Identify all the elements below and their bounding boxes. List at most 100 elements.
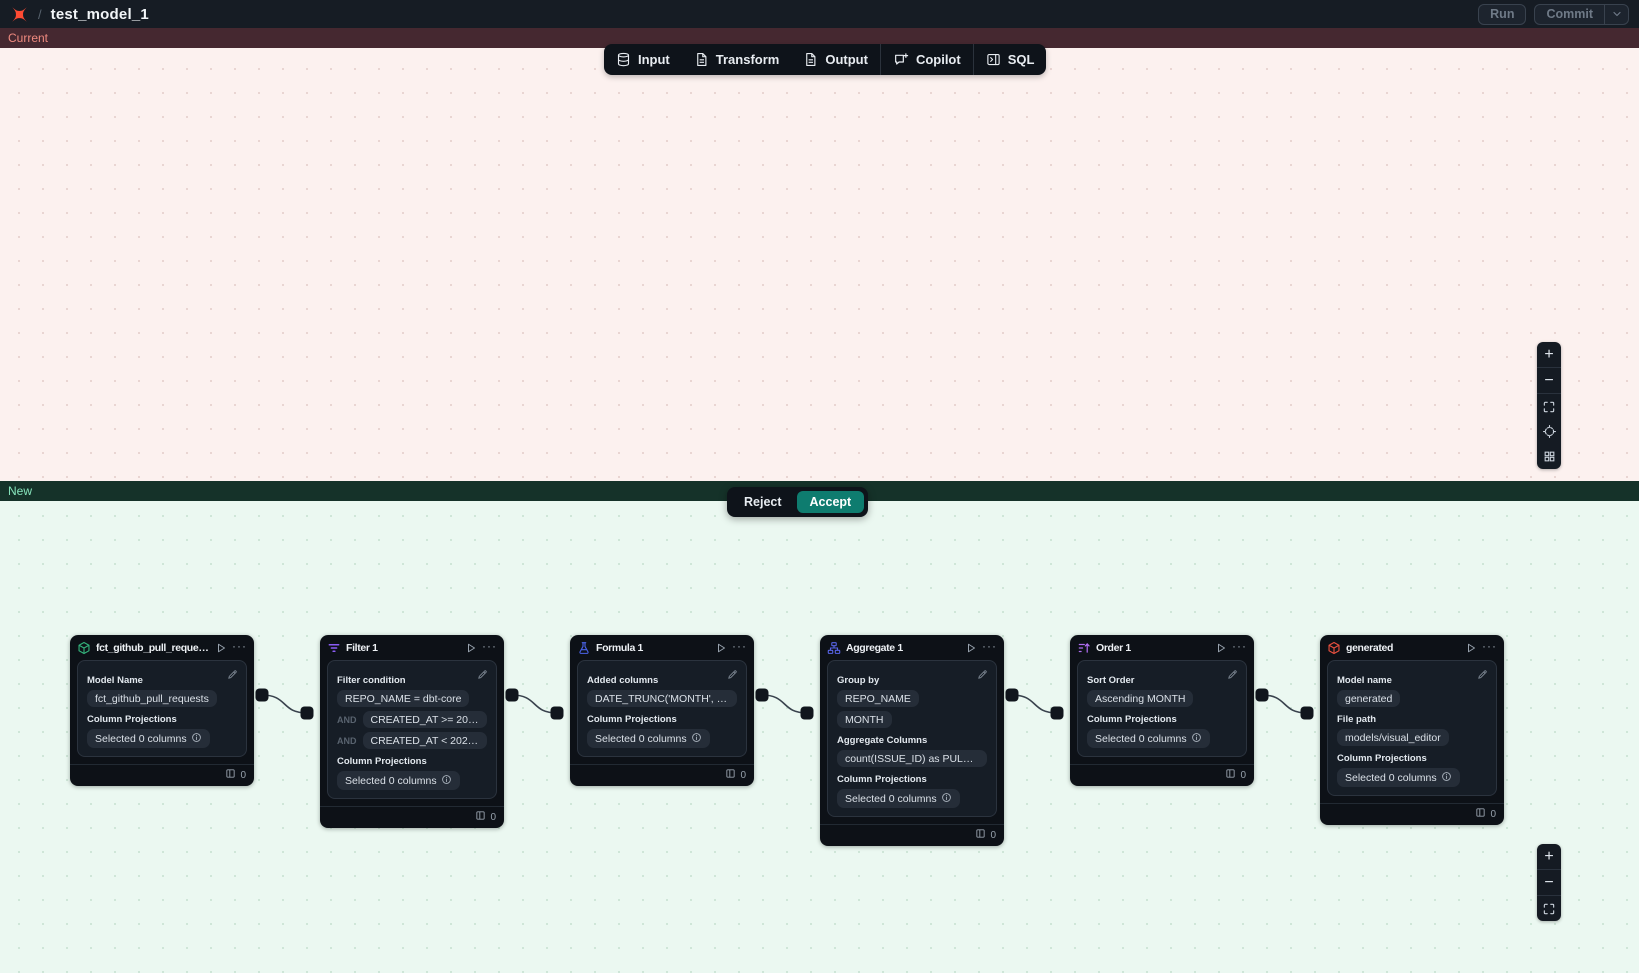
node-header[interactable]: generated···	[1320, 635, 1504, 659]
current-canvas-controls: + −	[1537, 342, 1561, 469]
edit-pencil-icon[interactable]	[1227, 667, 1238, 685]
node-menu-button[interactable]: ···	[1232, 639, 1247, 653]
pill-row: Selected 0 columns	[337, 771, 487, 790]
node-footer: 0	[820, 824, 1004, 846]
fit-view-button[interactable]	[1537, 394, 1561, 419]
value-pill: Selected 0 columns	[837, 789, 960, 808]
node-menu-button[interactable]: ···	[482, 639, 497, 653]
preview-play-button[interactable]	[215, 642, 227, 654]
edit-pencil-icon[interactable]	[977, 667, 988, 685]
info-icon[interactable]	[691, 732, 702, 746]
output-port[interactable]	[255, 688, 269, 702]
toolbar-item-input[interactable]: Input	[604, 44, 682, 75]
accept-button[interactable]: Accept	[796, 491, 865, 513]
preview-play-button[interactable]	[965, 642, 977, 654]
input-port[interactable]	[300, 706, 314, 720]
zoom-out-button[interactable]: −	[1544, 873, 1554, 891]
node-footer: 0	[70, 764, 254, 786]
edge-connector[interactable]	[261, 694, 308, 714]
edge-connector[interactable]	[1261, 694, 1308, 714]
pill-row: fct_github_pull_requests	[87, 690, 237, 707]
node-header[interactable]: Order 1···	[1070, 635, 1254, 659]
node-header[interactable]: Formula 1···	[570, 635, 754, 659]
value-pill: CREATED_AT >= 2024-12-01	[362, 711, 487, 728]
edit-pencil-icon[interactable]	[477, 667, 488, 685]
filter-icon	[327, 641, 341, 655]
zoom-in-button[interactable]: +	[1544, 847, 1554, 865]
toolbar-item-sql[interactable]: SQL	[974, 44, 1047, 75]
input-port[interactable]	[550, 706, 564, 720]
pill-row: DATE_TRUNC('MONTH', CREATED_AT…	[587, 690, 737, 707]
grid-button[interactable]	[1537, 444, 1561, 469]
input-port[interactable]	[1300, 706, 1314, 720]
zoom-in-button[interactable]: +	[1544, 345, 1554, 363]
divider	[1537, 895, 1561, 896]
preview-play-button[interactable]	[1465, 642, 1477, 654]
commit-chevron-down-icon[interactable]	[1604, 4, 1628, 24]
node-header[interactable]: Filter 1···	[320, 635, 504, 659]
input-port[interactable]	[800, 706, 814, 720]
columns-icon	[225, 768, 236, 782]
input-port[interactable]	[1050, 706, 1064, 720]
node-menu-button[interactable]: ···	[232, 639, 247, 653]
zoom-out-button[interactable]: −	[1544, 371, 1554, 389]
sort-icon	[1077, 641, 1091, 655]
output-port[interactable]	[755, 688, 769, 702]
columns-icon	[975, 828, 986, 842]
node-menu-button[interactable]: ···	[732, 639, 747, 653]
info-icon[interactable]	[1191, 732, 1202, 746]
info-icon[interactable]	[191, 732, 202, 746]
run-button[interactable]: Run	[1478, 3, 1527, 25]
preview-play-button[interactable]	[715, 642, 727, 654]
info-icon[interactable]	[941, 792, 952, 806]
edge-connector[interactable]	[1011, 694, 1058, 714]
node-menu-button[interactable]: ···	[982, 639, 997, 653]
cube-green-icon	[77, 641, 91, 655]
value-pill: models/visual_editor	[1337, 729, 1449, 746]
edge-connector[interactable]	[761, 694, 808, 714]
commit-split-button[interactable]: Commit	[1534, 3, 1629, 25]
output-port[interactable]	[1255, 688, 1269, 702]
fit-view-button[interactable]	[1537, 896, 1561, 921]
value-pill: Ascending MONTH	[1087, 690, 1194, 707]
columns-icon	[1475, 807, 1486, 821]
reject-button[interactable]: Reject	[731, 491, 795, 513]
node-title: Aggregate 1	[846, 641, 903, 654]
toolbar-item-copilot[interactable]: Copilot	[881, 44, 973, 75]
dbt-logo-icon[interactable]	[10, 5, 29, 24]
preview-play-button[interactable]	[465, 642, 477, 654]
node-header[interactable]: fct_github_pull_requests ···	[70, 635, 254, 659]
pill-row: Selected 0 columns	[1087, 729, 1237, 748]
preview-play-button[interactable]	[1215, 642, 1227, 654]
field-label: Group by	[837, 675, 880, 686]
field-label: Column Projections	[1337, 753, 1427, 764]
output-port[interactable]	[505, 688, 519, 702]
edit-pencil-icon[interactable]	[727, 667, 738, 685]
edit-pencil-icon[interactable]	[227, 667, 238, 685]
toolbar-item-transform[interactable]: Transform	[682, 44, 792, 75]
info-icon[interactable]	[441, 774, 452, 788]
node-header[interactable]: Aggregate 1 ···	[820, 635, 1004, 659]
field-label: Column Projections	[587, 714, 677, 725]
toolbar-item-output[interactable]: Output	[791, 44, 880, 75]
locate-button[interactable]	[1537, 419, 1561, 444]
output-port[interactable]	[1005, 688, 1019, 702]
current-canvas[interactable]: + −	[0, 48, 1639, 481]
node-menu-button[interactable]: ···	[1482, 639, 1497, 653]
edge-connector[interactable]	[511, 694, 558, 714]
node-title: fct_github_pull_requests	[96, 641, 210, 654]
field-label: File path	[1337, 714, 1377, 725]
edit-pencil-icon[interactable]	[1477, 667, 1488, 685]
info-icon[interactable]	[1441, 771, 1452, 785]
commit-button[interactable]: Commit	[1546, 7, 1593, 21]
value-pill: CREATED_AT < 2025-03-01	[362, 732, 487, 749]
